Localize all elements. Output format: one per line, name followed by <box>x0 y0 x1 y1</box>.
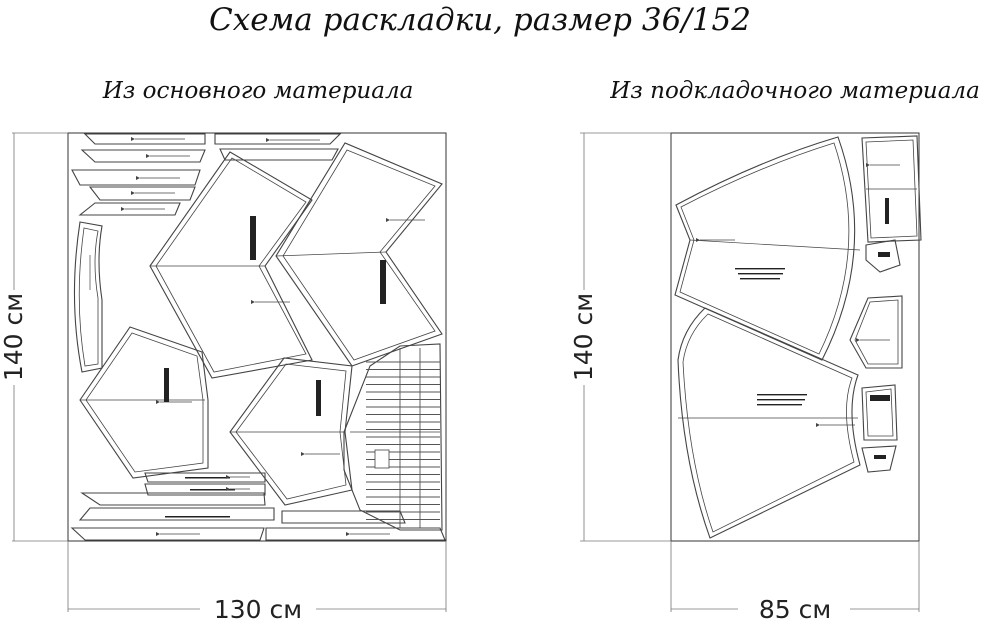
main-fabric-sheet <box>67 132 447 542</box>
lining-upper-piece <box>674 136 861 361</box>
diagram-title: Схема раскладки, размер 36/152 <box>209 2 751 38</box>
piece-back-lower <box>79 326 209 479</box>
main-width-label: 130 см <box>214 595 302 622</box>
main-dimensions <box>12 132 447 612</box>
piece-back-upper <box>149 151 313 379</box>
lining-small-pieces <box>849 135 922 473</box>
lining-width-label: 85 см <box>759 595 831 622</box>
bottom-strips <box>70 472 446 541</box>
lining-fabric-sheet <box>670 132 920 542</box>
top-strips <box>71 133 342 216</box>
piece-front-lower <box>229 357 353 506</box>
main-fabric-subtitle: Из основного материала <box>102 78 414 104</box>
lining-fabric-subtitle: Из подкладочного материала <box>609 78 980 104</box>
collar-piece <box>73 221 103 373</box>
lining-height-label: 140 см <box>569 293 598 381</box>
main-height-label: 140 см <box>0 293 28 381</box>
main-fabric-layout: Из основного материала <box>0 78 447 622</box>
lining-dimensions <box>580 132 920 612</box>
lining-lower-piece <box>677 307 861 539</box>
lining-fabric-layout: Из подкладочного материала <box>569 78 980 622</box>
pleated-piece <box>343 343 443 531</box>
